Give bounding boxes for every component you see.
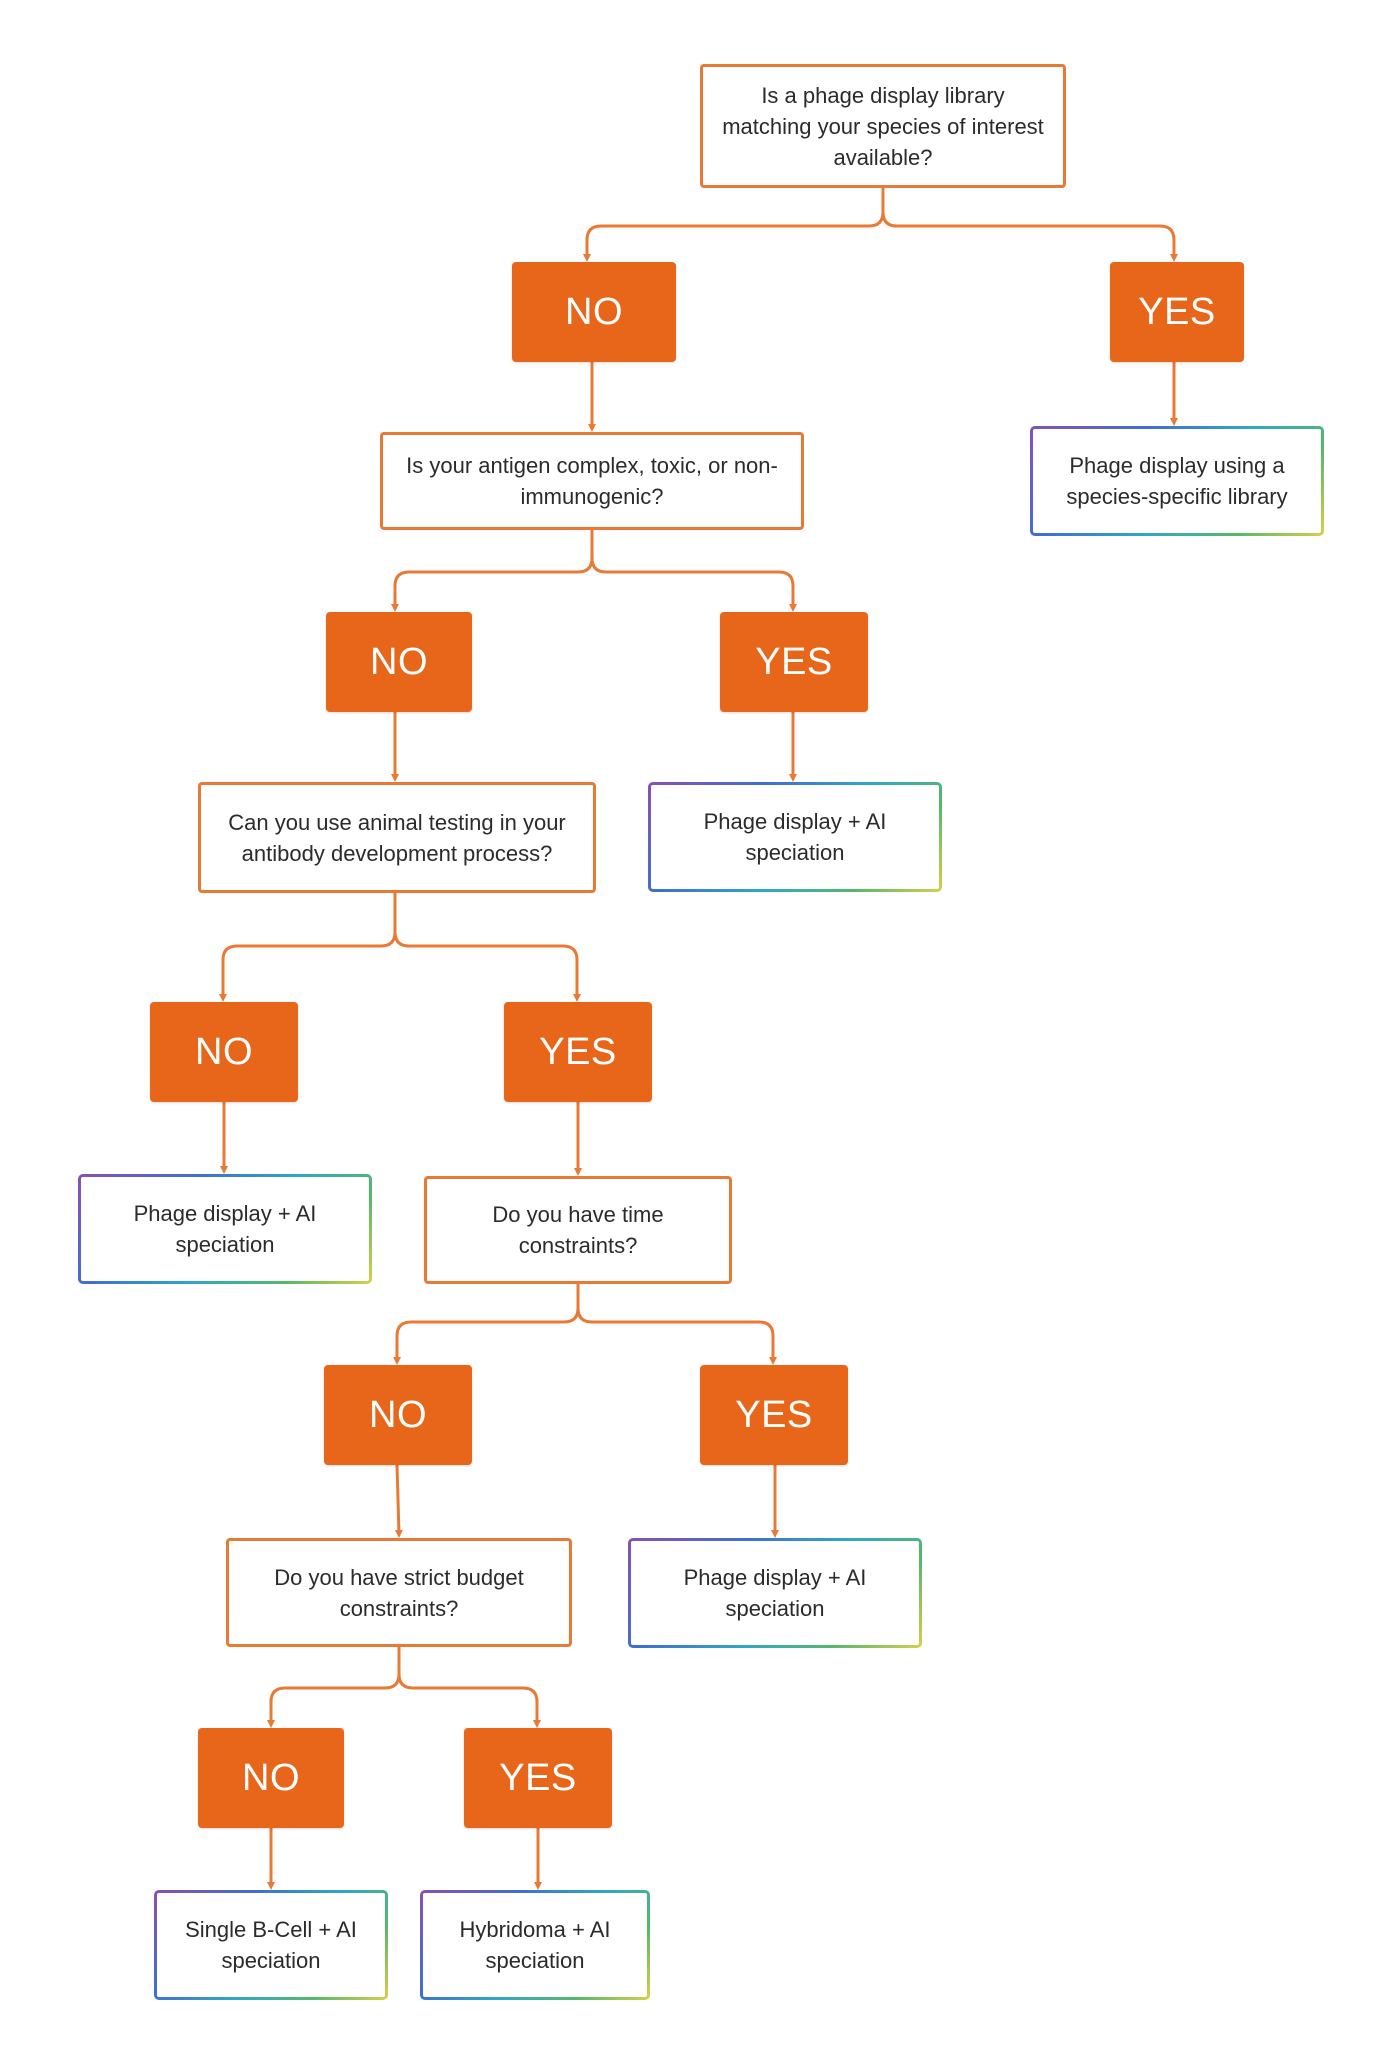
result-phage-ai-antigen: Phage display + AI speciation xyxy=(648,782,942,892)
answer-yes-time-label: YES xyxy=(735,1393,813,1436)
connector-q1-no xyxy=(583,186,885,262)
connector-q4-no xyxy=(393,1282,580,1365)
question-antigen-complex-text: Is your antigen complex, toxic, or non-i… xyxy=(406,453,778,509)
connector-q5-no xyxy=(267,1645,401,1728)
question-budget-constraints: Do you have strict budget constraints? xyxy=(226,1538,572,1647)
answer-no-time: NO xyxy=(324,1365,472,1465)
result-phage-ai-time-text: Phage display + AI speciation xyxy=(683,1565,867,1621)
connector-q1-yes xyxy=(881,186,1178,262)
answer-yes-animal-testing-label: YES xyxy=(539,1030,617,1073)
answer-yes-antigen: YES xyxy=(720,612,868,712)
question-animal-testing-text: Can you use animal testing in your antib… xyxy=(228,809,566,866)
result-phage-ai-animal-text: Phage display + AI speciation xyxy=(133,1201,317,1257)
question-time-constraints-text: Do you have time constraints? xyxy=(492,1202,664,1258)
answer-yes-library: YES xyxy=(1110,262,1244,362)
answer-yes-animal-testing: YES xyxy=(504,1002,652,1102)
connector-q3-no xyxy=(219,891,397,1002)
result-species-specific-library-text: Phage display using a species-specific l… xyxy=(1066,453,1288,509)
answer-yes-antigen-label: YES xyxy=(755,640,833,683)
answer-no-library: NO xyxy=(512,262,676,362)
question-antigen-complex: Is your antigen complex, toxic, or non-i… xyxy=(380,432,804,530)
result-single-bcell-text: Single B-Cell + AI speciation xyxy=(185,1917,357,1973)
answer-no-antigen-label: NO xyxy=(370,640,428,683)
question-phage-library-available: Is a phage display library matching your… xyxy=(700,64,1066,188)
result-phage-ai-animal: Phage display + AI speciation xyxy=(78,1174,372,1284)
connector-q2-yes xyxy=(590,528,797,612)
answer-yes-budget: YES xyxy=(464,1728,612,1828)
answer-no-library-label: NO xyxy=(565,290,623,333)
answer-no-antigen: NO xyxy=(326,612,472,712)
answer-no-animal-testing: NO xyxy=(150,1002,298,1102)
answer-yes-time: YES xyxy=(700,1365,848,1465)
answer-no-animal-testing-label: NO xyxy=(195,1030,253,1073)
answer-no-time-label: NO xyxy=(369,1393,427,1436)
connector-q4-yes xyxy=(576,1282,777,1365)
result-phage-ai-time: Phage display + AI speciation xyxy=(628,1538,922,1648)
connector-q5-yes xyxy=(397,1645,541,1728)
result-single-bcell: Single B-Cell + AI speciation xyxy=(154,1890,388,2000)
question-phage-library-available-text: Is a phage display library matching your… xyxy=(722,82,1044,170)
answer-no-budget: NO xyxy=(198,1728,344,1828)
result-hybridoma: Hybridoma + AI speciation xyxy=(420,1890,650,2000)
answer-yes-budget-label: YES xyxy=(499,1756,577,1799)
connector-q2-no xyxy=(391,528,594,612)
answer-no-budget-label: NO xyxy=(242,1756,300,1799)
result-phage-ai-antigen-text: Phage display + AI speciation xyxy=(703,809,887,865)
question-animal-testing: Can you use animal testing in your antib… xyxy=(198,782,596,893)
result-species-specific-library: Phage display using a species-specific l… xyxy=(1030,426,1324,536)
result-hybridoma-text: Hybridoma + AI speciation xyxy=(459,1917,611,1973)
question-time-constraints: Do you have time constraints? xyxy=(424,1176,732,1284)
connector-no4-q5 xyxy=(394,1463,403,1538)
answer-yes-library-label: YES xyxy=(1138,290,1216,333)
question-budget-constraints-text: Do you have strict budget constraints? xyxy=(274,1564,524,1621)
connector-q3-yes xyxy=(393,891,581,1002)
